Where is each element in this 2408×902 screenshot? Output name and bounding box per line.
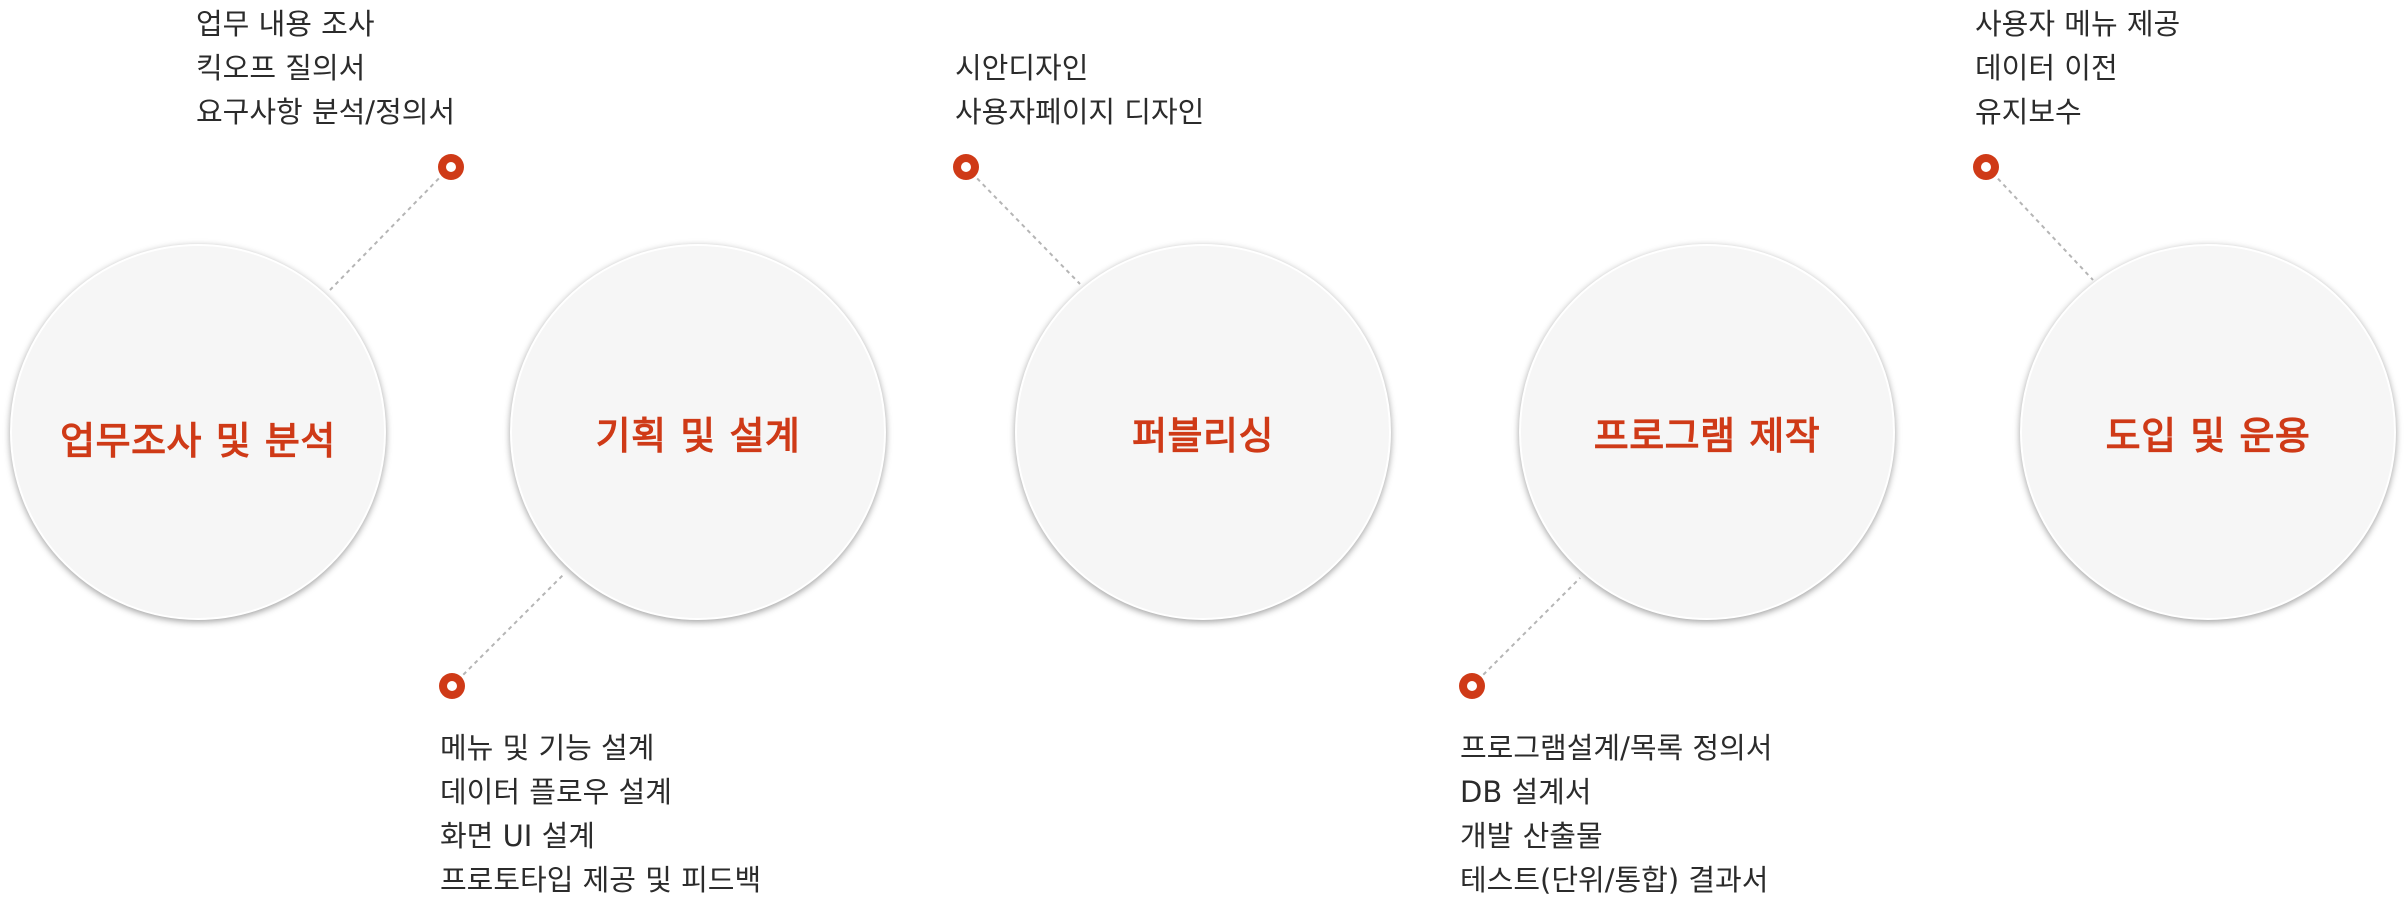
step-notes-2: 메뉴 및 기능 설계 데이터 플로우 설계 화면 UI 설계 프로토타입 제공 … (440, 726, 761, 902)
step-2-note-1: 메뉴 및 기능 설계 (440, 731, 655, 765)
step-4-note-3: 개발 산출물 (1460, 819, 1603, 853)
step-marker-1 (438, 154, 464, 180)
connector-line-4 (1471, 577, 1581, 687)
step-circle-5: 도입 및 운용 (2020, 244, 2396, 620)
step-circle-2: 기획 및 설계 (510, 244, 886, 620)
step-4-note-4: 테스트(단위/통합) 결과서 (1460, 863, 1769, 897)
step-circle-1: 업무조사 및 분석 (10, 244, 386, 620)
step-marker-3 (953, 154, 979, 180)
step-5-note-1: 사용자 메뉴 제공 (1975, 7, 2181, 41)
step-1-note-3: 요구사항 분석/정의서 (196, 95, 456, 129)
step-circle-4: 프로그램 제작 (1519, 244, 1895, 620)
step-marker-2 (439, 673, 465, 699)
step-title-3: 퍼블리싱 (1132, 413, 1274, 458)
step-1-note-2: 킥오프 질의서 (196, 51, 366, 85)
connector-line-2 (451, 572, 566, 687)
step-4-note-1: 프로그램설계/목록 정의서 (1460, 731, 1773, 765)
step-title-5: 도입 및 운용 (2105, 413, 2311, 458)
step-marker-4 (1459, 673, 1485, 699)
step-title-2: 기획 및 설계 (595, 413, 801, 458)
step-1-note-1: 업무 내용 조사 (196, 7, 375, 41)
step-marker-5 (1973, 154, 1999, 180)
step-notes-3: 시안디자인 사용자페이지 디자인 (955, 46, 1204, 134)
step-5-note-3: 유지보수 (1975, 95, 2082, 129)
step-2-note-4: 프로토타입 제공 및 피드백 (440, 863, 762, 897)
connector-line-1 (329, 166, 451, 291)
step-4-note-2: DB 설계서 (1460, 775, 1592, 809)
step-2-note-2: 데이터 플로우 설계 (440, 775, 672, 809)
connector-line-3 (965, 166, 1081, 285)
step-5-note-2: 데이터 이전 (1975, 51, 2118, 85)
step-notes-5: 사용자 메뉴 제공 데이터 이전 유지보수 (1975, 2, 2180, 134)
step-title-4: 프로그램 제작 (1593, 413, 1821, 458)
step-notes-1: 업무 내용 조사 킥오프 질의서 요구사항 분석/정의서 (196, 2, 455, 134)
step-3-note-1: 시안디자인 (955, 51, 1089, 85)
step-3-note-2: 사용자페이지 디자인 (955, 95, 1205, 129)
connector-line-5 (1986, 166, 2094, 281)
step-circle-3: 퍼블리싱 (1015, 244, 1391, 620)
step-2-note-3: 화면 UI 설계 (440, 819, 595, 853)
step-title-1: 업무조사 및 분석 (60, 418, 336, 463)
step-notes-4: 프로그램설계/목록 정의서 DB 설계서 개발 산출물 테스트(단위/통합) 결… (1460, 726, 1772, 902)
